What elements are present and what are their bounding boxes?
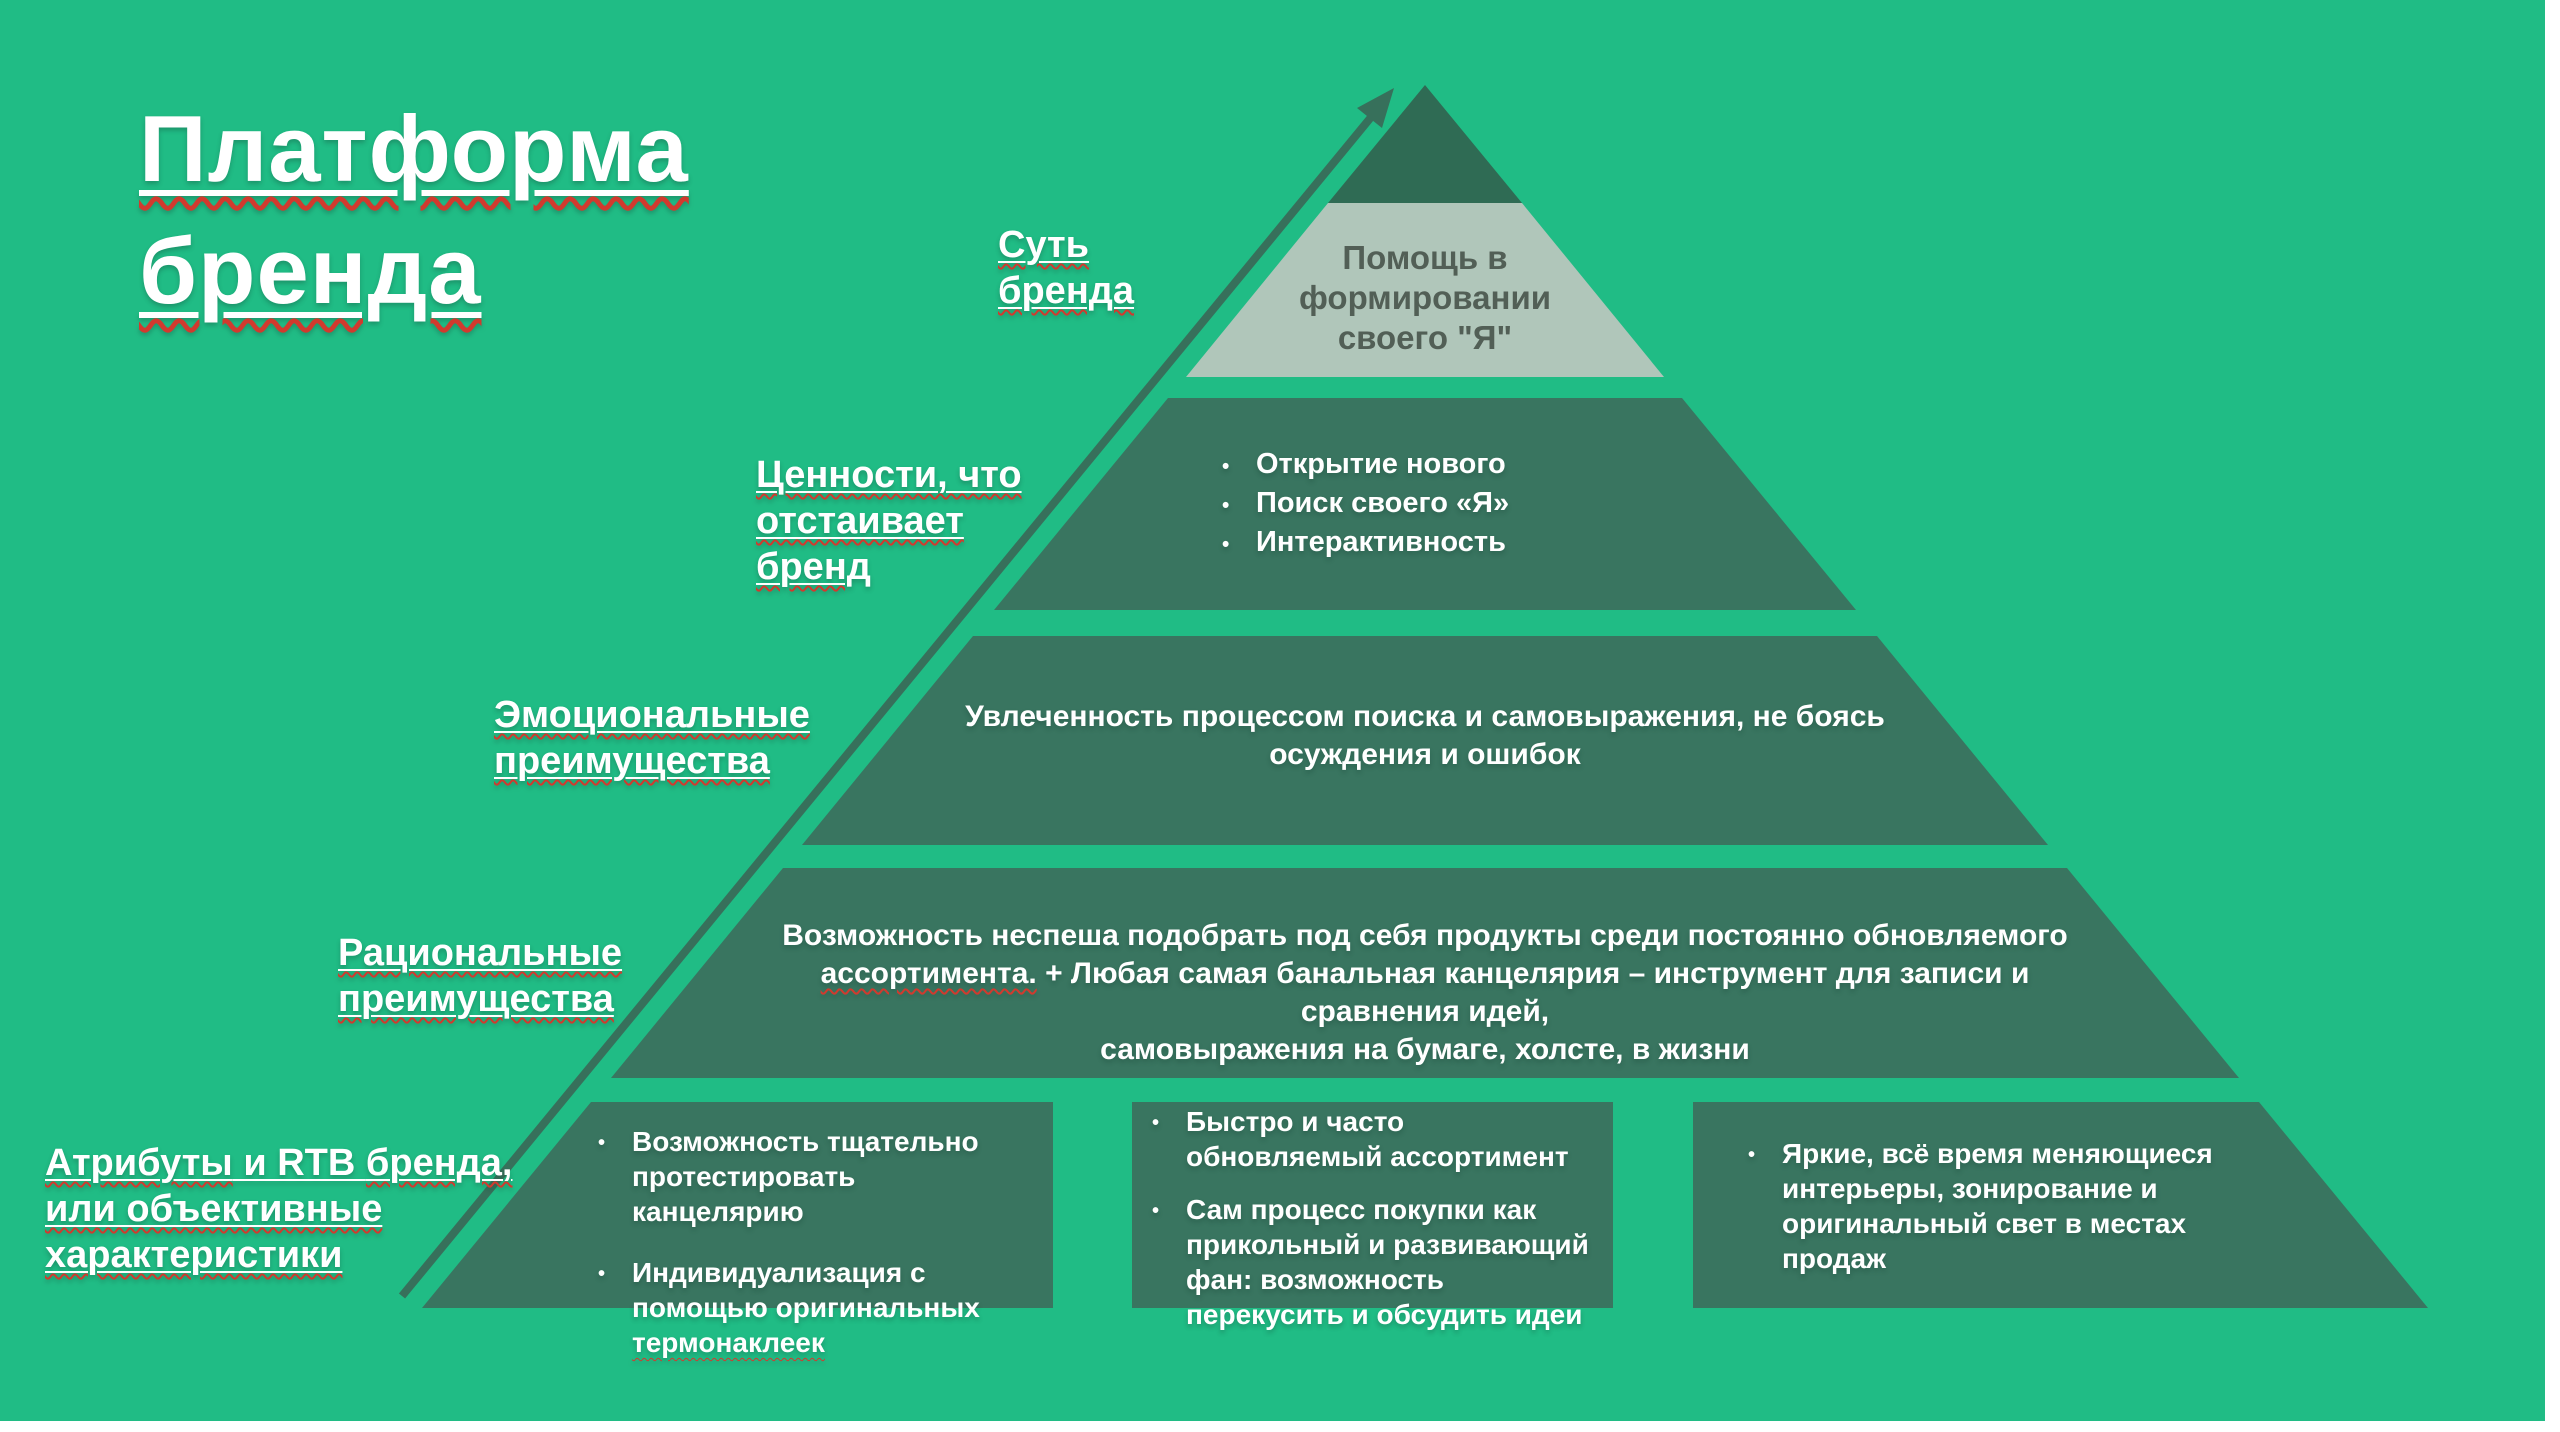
growth-arrow-head <box>1357 88 1394 128</box>
bullet-icon: • <box>598 1263 606 1285</box>
pyramid-tier-values <box>994 398 1856 610</box>
box3-bullet-1: • Яркие, всё время меняющиеся интерьеры,… <box>1748 1138 2213 1274</box>
rational-benefits-text: Возможность неспеша подобрать под себя п… <box>782 919 2068 1066</box>
attribute-box-2-bg <box>1132 1102 1613 1308</box>
box1-bullet-2: • Индивидуализация с помощью оригинальны… <box>598 1257 980 1358</box>
bullet-icon: • <box>1748 1144 1756 1166</box>
bullet-icon: • <box>1222 455 1230 478</box>
bullet-icon: • <box>1152 1200 1160 1222</box>
label-emotional-benefits: Эмоциональные преимущества <box>494 694 810 782</box>
values-bullet-1: • Открытие нового <box>1222 446 1509 485</box>
label-attributes-rtb: Атрибуты и RTB бренда, или объективные х… <box>45 1142 513 1276</box>
attribute-box-2: • Быстро и часто обновляемый ассортимент… <box>1152 1104 1604 1332</box>
page-title-line-2: бренда <box>139 218 482 323</box>
values-bullet-3: • Интерактивность <box>1222 524 1509 563</box>
pyramid-essence-band <box>1186 203 1664 377</box>
pyramid-tier-rational <box>611 868 2239 1078</box>
pyramid-cap <box>1328 85 1522 203</box>
values-bullet-list: • Открытие нового • Поиск своего «Я» • И… <box>1222 446 1509 563</box>
label-brand-values: Ценности, что отстаивает бренд <box>756 454 1022 588</box>
attribute-box-1: • Возможность тщательно протестировать к… <box>598 1124 1034 1360</box>
box2-bullet-1: • Быстро и часто обновляемый ассортимент <box>1152 1106 1569 1172</box>
bullet-icon: • <box>1152 1112 1160 1134</box>
box2-bullet-2: • Сам процесс покупки как прикольный и р… <box>1152 1194 1589 1330</box>
page-title-line-1: Платформа <box>139 96 689 201</box>
growth-arrow-shaft <box>398 113 1376 1299</box>
label-rational-benefits: Рациональные преимущества <box>338 932 623 1020</box>
box1-bullet-1: • Возможность тщательно протестировать к… <box>598 1126 979 1227</box>
essence-text: Помощь в формировании своего "Я" <box>1298 239 1552 356</box>
attribute-box-3-bg <box>1693 1102 2428 1308</box>
bullet-icon: • <box>598 1132 606 1154</box>
values-bullet-2: • Поиск своего «Я» <box>1222 485 1509 524</box>
attribute-box-3: • Яркие, всё время меняющиеся интерьеры,… <box>1748 1136 2284 1276</box>
bullet-icon: • <box>1222 533 1230 556</box>
attribute-box-1-bg <box>422 1102 1053 1308</box>
bullet-icon: • <box>1222 494 1230 517</box>
pyramid-tier-emotional <box>802 636 2048 845</box>
label-brand-essence: Суть бренда <box>998 224 1135 312</box>
page-title: Платформа бренда <box>139 88 689 332</box>
emotional-benefits-text: Увлеченность процессом поиска и самовыра… <box>965 700 1885 771</box>
